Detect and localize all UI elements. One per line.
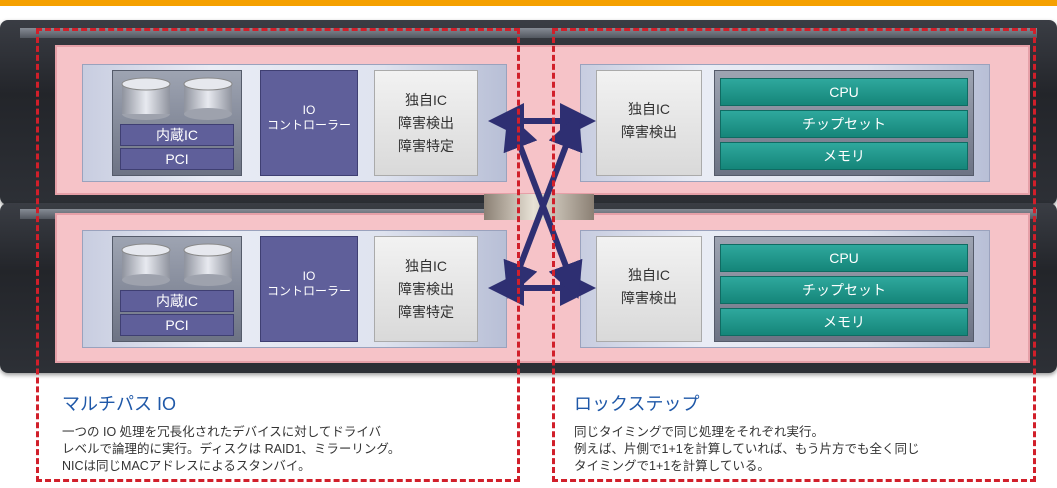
custom-ic-io: 独自IC 障害検出 障害特定 [374,236,478,342]
custom-ic-isolate: 障害特定 [398,138,454,154]
multipath-description: 一つの IO 処理を冗長化されたデバイスに対してドライバ レベルで論理的に実行。… [62,425,401,473]
io-controller-line2: コントローラー [266,284,351,298]
disk-icon [183,77,233,120]
io-controller-line2: コントローラー [266,118,351,132]
disk-icon [121,77,171,120]
custom-ic-cpu: 独自IC 障害検出 [596,236,702,342]
custom-ic-detect: 障害検出 [621,290,677,306]
custom-ic-title: 独自IC [405,258,447,274]
chipset-module: チップセット [720,276,968,304]
accent-bar [0,0,1057,6]
builtin-ic-label: 内蔵IC [120,124,234,146]
io-controller-line1: IO [302,103,316,117]
cpu-module: CPU [720,244,968,272]
pci-label: PCI [120,148,234,170]
multipath-region [36,28,520,482]
disk-icon [183,243,233,286]
custom-ic-isolate: 障害特定 [398,304,454,320]
lockstep-caption: ロックステップ 同じタイミングで同じ処理をそれぞれ実行。 例えば、片側で1+1を… [574,390,1034,475]
io-controller: IO コントローラー [260,70,358,176]
custom-ic-io: 独自IC 障害検出 障害特定 [374,70,478,176]
lockstep-description: 同じタイミングで同じ処理をそれぞれ実行。 例えば、片側で1+1を計算していれば、… [574,425,920,473]
custom-ic-detect: 障害検出 [398,281,454,297]
memory-module: メモリ [720,142,968,170]
multipath-title: マルチパス IO [62,394,177,414]
arrow-diagonal-2 [503,113,583,299]
chassis-rail [20,28,1037,38]
io-controller: IO コントローラー [260,236,358,342]
custom-ic-title: 独自IC [628,101,670,117]
chipset-module: チップセット [720,110,968,138]
cpu-module: CPU [720,78,968,106]
custom-ic-cpu: 独自IC 障害検出 [596,70,702,176]
disk-icon [121,243,171,286]
builtin-ic-label: 内蔵IC [120,290,234,312]
custom-ic-title: 独自IC [405,92,447,108]
custom-ic-detect: 障害検出 [621,124,677,140]
pci-label: PCI [120,314,234,336]
lockstep-title: ロックステップ [574,394,700,414]
memory-module: メモリ [720,308,968,336]
io-controller-line1: IO [302,269,316,283]
lockstep-region [552,28,1036,482]
custom-ic-detect: 障害検出 [398,115,454,131]
custom-ic-title: 独自IC [628,267,670,283]
multipath-caption: マルチパス IO 一つの IO 処理を冗長化されたデバイスに対してドライバ レベ… [62,390,512,475]
